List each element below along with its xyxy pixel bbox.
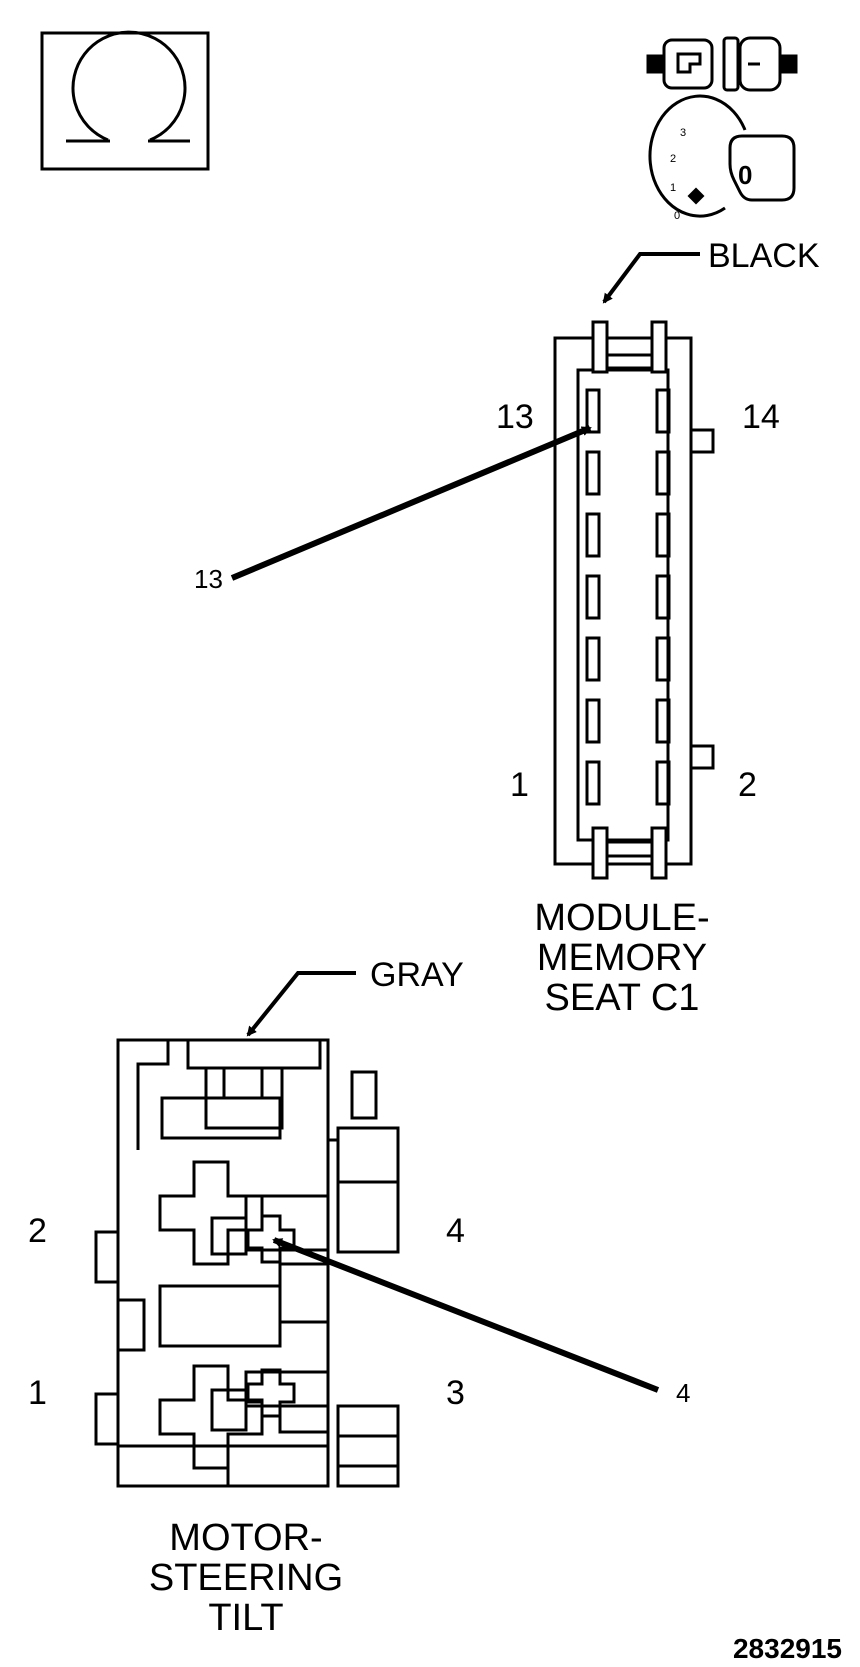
motor-color-label: GRAY <box>370 956 464 994</box>
motor-pin-2-label: 2 <box>28 1212 47 1250</box>
c1-name-line-3: SEAT C1 <box>545 977 700 1019</box>
ignition-pos-1: 1 <box>670 182 676 194</box>
c1-probe-pin-label: 13 <box>194 564 223 594</box>
motor-name-line-1: MOTOR- <box>169 1517 322 1559</box>
c1-pin-13-label: 13 <box>496 398 534 436</box>
ignition-pos-3: 3 <box>680 127 686 139</box>
ignition-key-label: 0 <box>738 160 752 190</box>
c1-name-line-1: MODULE- <box>534 897 709 939</box>
connector-c1-body <box>553 320 715 880</box>
c1-probe: 13 <box>194 425 592 594</box>
c1-color-label: BLACK <box>708 237 820 275</box>
c1-color-callout: BLACK <box>602 237 820 304</box>
connector-motor-body <box>94 1038 400 1488</box>
motor-pin-4-label: 4 <box>446 1212 465 1250</box>
motor-color-callout: GRAY <box>246 956 464 1037</box>
motor-connector-name: MOTOR- STEERING TILT <box>149 1517 343 1639</box>
c1-name-line-2: MEMORY <box>537 937 707 979</box>
ignition-pos-0: 0 <box>674 210 680 222</box>
c1-pin-2-label: 2 <box>738 766 757 804</box>
motor-pin-1-label: 1 <box>28 1374 47 1412</box>
ignition-key-off-icon: 3 2 1 0 0 <box>648 94 796 222</box>
c1-connector-name: MODULE- MEMORY SEAT C1 <box>534 897 709 1019</box>
motor-name-line-2: STEERING <box>149 1557 343 1599</box>
motor-terminal-crosses <box>158 1160 296 1470</box>
motor-probe-pin-label: 4 <box>676 1378 690 1408</box>
c1-pin-14-label: 14 <box>742 398 780 436</box>
ignition-pos-2: 2 <box>670 153 676 165</box>
motor-probe: 4 <box>272 1237 690 1408</box>
figure-id: 2832915 <box>733 1633 842 1664</box>
connector-c1-cavities <box>585 388 671 806</box>
c1-pin-1-label: 1 <box>510 766 529 804</box>
motor-name-line-3: TILT <box>208 1597 283 1639</box>
motor-pin-3-label: 3 <box>446 1374 465 1412</box>
ohm-symbol-icon <box>40 30 210 171</box>
connector-disconnect-icon <box>646 36 798 92</box>
